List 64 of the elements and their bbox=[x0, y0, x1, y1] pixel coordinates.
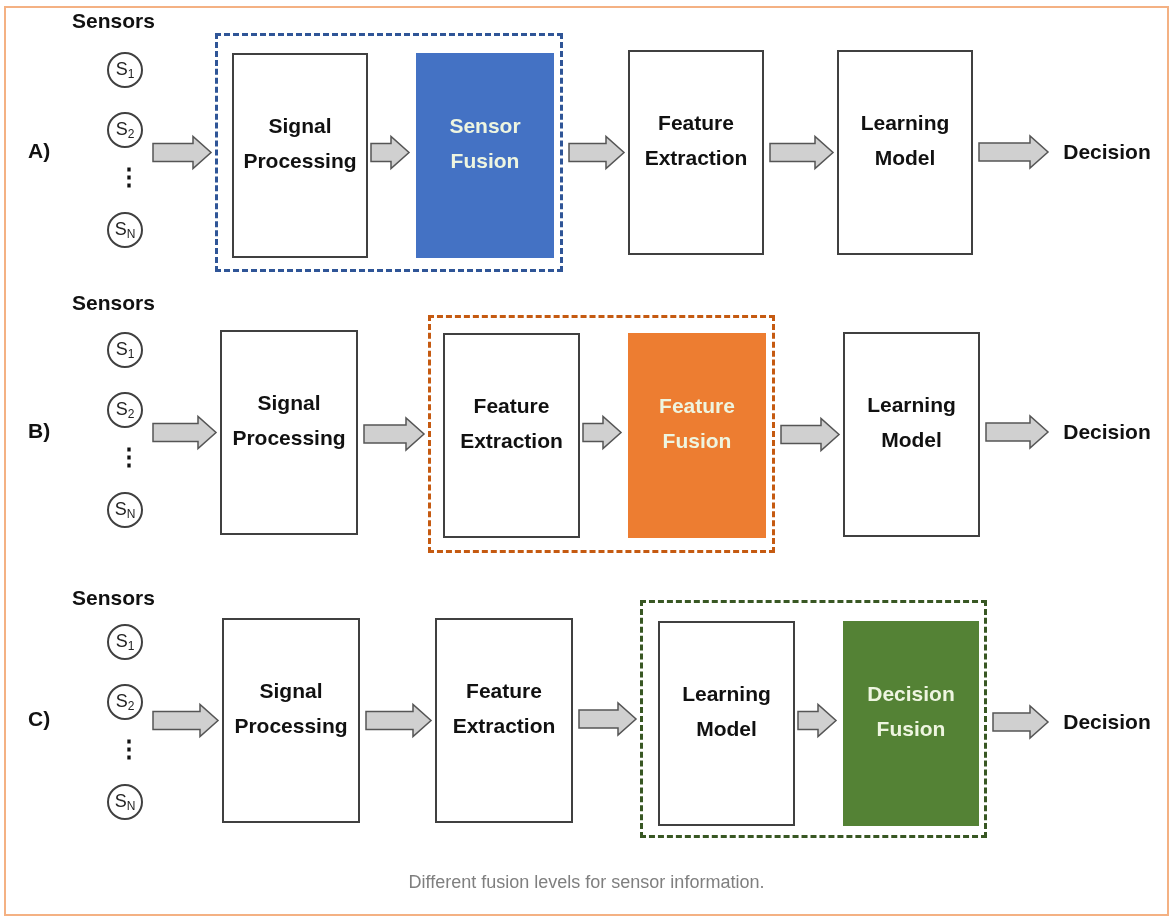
fusion-box bbox=[628, 333, 766, 538]
process-box bbox=[843, 332, 980, 537]
process-box bbox=[443, 333, 580, 538]
output-label: Decision bbox=[1052, 705, 1162, 739]
block-arrow bbox=[152, 134, 213, 171]
process-box bbox=[435, 618, 573, 823]
fusion-box bbox=[416, 53, 554, 258]
caption: Different fusion levels for sensor information. bbox=[407, 872, 766, 893]
block-arrow bbox=[978, 134, 1050, 170]
box-label: Learning Model bbox=[866, 391, 957, 453]
process-box bbox=[837, 50, 973, 255]
box-label: Signal Processing bbox=[233, 677, 349, 739]
block-arrow bbox=[992, 704, 1050, 740]
box-label: Signal Processing bbox=[231, 389, 347, 451]
process-box bbox=[232, 53, 368, 258]
block-arrow bbox=[985, 414, 1050, 450]
sensor-circle: S$_{1}$ bbox=[107, 52, 143, 88]
process-box bbox=[220, 330, 358, 535]
sensor-circle: S$_{N}$ bbox=[107, 784, 143, 820]
block-arrow bbox=[370, 134, 411, 171]
sensor-circle: S$_{2}$ bbox=[107, 112, 143, 148]
row-label: Sensors bbox=[72, 292, 155, 313]
box-label: Learning Model bbox=[859, 109, 951, 171]
process-box bbox=[628, 50, 764, 255]
output-label: Decision bbox=[1052, 415, 1162, 449]
box-label: Sensor Fusion bbox=[448, 112, 522, 174]
row-label: C) bbox=[28, 708, 51, 729]
block-arrow bbox=[152, 414, 218, 451]
block-arrow bbox=[797, 702, 838, 739]
box-label: Learning Model bbox=[681, 680, 772, 742]
sensor-circle: S$_{2}$ bbox=[107, 392, 143, 428]
sensor-circle: S$_{1}$ bbox=[107, 332, 143, 368]
block-arrow bbox=[578, 701, 638, 737]
row-label: B) bbox=[28, 420, 51, 441]
dashed-group-box bbox=[640, 600, 987, 838]
sensor-circle: S$_{2}$ bbox=[107, 684, 143, 720]
block-arrow bbox=[365, 702, 433, 739]
sensor-circle: S$_{N}$ bbox=[107, 492, 143, 528]
row-label: Sensors bbox=[72, 587, 155, 608]
block-arrow bbox=[363, 416, 426, 452]
process-box bbox=[222, 618, 360, 823]
dashed-group-box bbox=[215, 33, 563, 272]
row-label: A) bbox=[28, 140, 51, 161]
output-label: Decision bbox=[1052, 135, 1162, 169]
block-arrow bbox=[582, 414, 623, 451]
box-label: Feature Extraction bbox=[643, 109, 749, 171]
box-label: Feature Extraction bbox=[459, 392, 564, 454]
box-label: Feature Extraction bbox=[451, 677, 557, 739]
box-label: Signal Processing bbox=[242, 112, 358, 174]
row-label: Sensors bbox=[72, 10, 155, 31]
ellipsis-dots: ⋮ bbox=[117, 737, 141, 761]
block-arrow bbox=[152, 702, 220, 739]
sensor-circle: S$_{1}$ bbox=[107, 624, 143, 660]
ellipsis-dots: ⋮ bbox=[117, 165, 141, 189]
process-box bbox=[658, 621, 795, 826]
sensor-circle: S$_{N}$ bbox=[107, 212, 143, 248]
block-arrow bbox=[769, 134, 835, 171]
box-label: Feature Fusion bbox=[658, 392, 736, 454]
block-arrow bbox=[568, 134, 626, 171]
block-arrow bbox=[780, 416, 841, 453]
fusion-box bbox=[843, 621, 979, 826]
box-label: Decision Fusion bbox=[866, 680, 956, 742]
ellipsis-dots: ⋮ bbox=[117, 445, 141, 469]
dashed-group-box bbox=[428, 315, 775, 553]
